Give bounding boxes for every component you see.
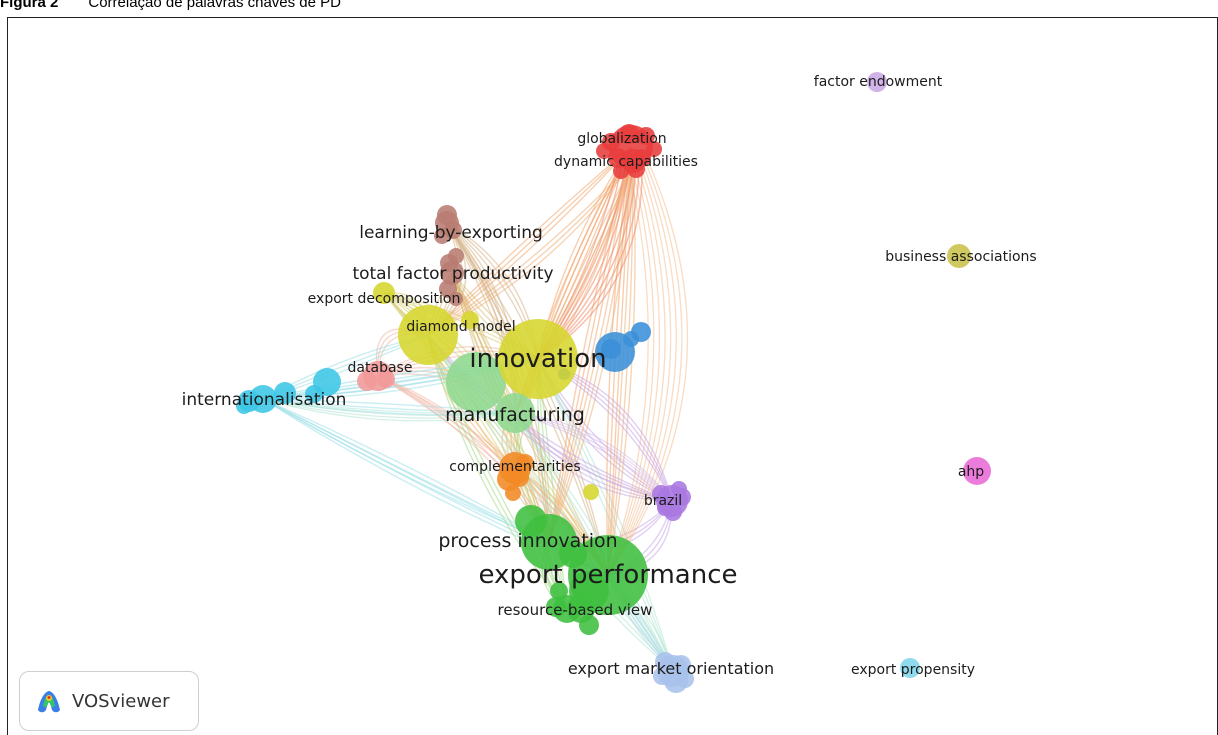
link (262, 398, 516, 417)
label-dynamic-capabilities[interactable]: dynamic capabilities (554, 154, 698, 170)
link (607, 160, 666, 576)
link (514, 412, 673, 502)
link (262, 398, 550, 543)
label-total-factor-productivity[interactable]: total factor productivity (352, 264, 553, 284)
label-globalization[interactable]: globalization (577, 131, 666, 147)
node-export-propensity[interactable] (900, 658, 920, 678)
label-brazil[interactable]: brazil (644, 493, 682, 509)
cluster-bubble[interactable] (461, 311, 479, 329)
label-learning-by-exporting[interactable]: learning-by-exporting (359, 223, 543, 243)
node-export-decomposition[interactable] (373, 282, 395, 304)
link (548, 146, 632, 543)
link (607, 160, 683, 576)
node-brazil[interactable] (656, 485, 688, 517)
node-internationalisation[interactable] (249, 385, 277, 413)
label-layer: innovation export performance process inno… (182, 74, 1037, 678)
figure-caption: Figura 2 Correlação de palavras chaves de… (0, 0, 341, 11)
vosviewer-badge[interactable]: VOSviewer (19, 671, 199, 731)
label-complementarities[interactable]: complementarities (449, 459, 580, 475)
node-export-market-orientation[interactable] (657, 655, 689, 687)
link (607, 160, 661, 576)
link (607, 160, 655, 576)
node-resource-based-view[interactable] (553, 595, 581, 623)
network-canvas[interactable]: innovation export performance process inno… (8, 18, 1218, 735)
link (607, 160, 689, 576)
label-export-market-orientation[interactable]: export market orientation (568, 659, 774, 678)
cluster-bubble[interactable] (579, 615, 599, 635)
label-process-innovation[interactable]: process innovation (438, 530, 617, 552)
link (548, 146, 632, 543)
node-learning-by-exporting[interactable] (435, 211, 459, 235)
vosviewer-logo-icon (38, 691, 60, 713)
cluster-bubble[interactable] (305, 385, 323, 403)
link (607, 160, 636, 576)
label-business-associations[interactable]: business associations (885, 249, 1036, 265)
link (262, 398, 516, 415)
link (607, 160, 677, 576)
label-manufacturing[interactable]: manufacturing (445, 404, 585, 426)
link (427, 334, 568, 610)
node-total-factor-productivity[interactable] (440, 261, 464, 285)
node-business-associations[interactable] (947, 244, 971, 268)
figure-number: Figura 2 (0, 0, 59, 11)
brand-name: VOSviewer (72, 690, 170, 712)
node-complementarities[interactable] (499, 452, 531, 484)
cluster-bubble[interactable] (601, 339, 621, 359)
label-resource-based-view[interactable]: resource-based view (498, 601, 653, 619)
label-innovation[interactable]: innovation (469, 344, 606, 374)
cluster-bubble[interactable] (236, 398, 252, 414)
link (514, 412, 673, 502)
cluster-bubble[interactable] (623, 331, 639, 347)
label-export-propensity[interactable]: export propensity (851, 662, 975, 678)
label-export-performance[interactable]: export performance (479, 560, 738, 590)
cluster-bubble[interactable] (446, 352, 506, 412)
node-factor-endowment[interactable] (867, 72, 887, 92)
link (427, 146, 632, 336)
node-ahp[interactable] (963, 457, 991, 485)
network-map[interactable]: innovation export performance process inno… (7, 17, 1218, 735)
link (548, 146, 632, 543)
label-database[interactable]: database (348, 360, 413, 376)
link (427, 146, 632, 336)
node-layer (236, 72, 991, 693)
cluster-bubble[interactable] (449, 292, 463, 306)
link (607, 160, 672, 576)
link (427, 160, 634, 336)
node-process-innovation[interactable] (521, 514, 577, 570)
label-factor-endowment[interactable]: factor endowment (814, 74, 943, 90)
link (262, 398, 516, 419)
cluster-bubble[interactable] (583, 484, 599, 500)
link (427, 160, 634, 336)
node-innovation[interactable] (498, 319, 578, 399)
node-export-performance[interactable] (568, 535, 648, 615)
label-export-decomposition[interactable]: export decomposition (308, 291, 461, 307)
link (514, 412, 673, 502)
label-diamond-model[interactable]: diamond model (406, 319, 515, 335)
node-dynamic-capabilities[interactable] (621, 149, 645, 173)
link (427, 334, 568, 610)
node-database[interactable] (363, 361, 393, 391)
figure-title: Correlação de palavras chaves de PD (88, 0, 341, 11)
cluster-bubble[interactable] (505, 485, 521, 501)
label-ahp[interactable]: ahp (958, 464, 984, 480)
link (262, 398, 516, 422)
label-internationalisation[interactable]: internationalisation (182, 390, 347, 410)
link (514, 412, 673, 502)
link (262, 398, 550, 543)
cluster-bubble[interactable] (596, 143, 612, 159)
link (607, 160, 634, 576)
cluster-bubble[interactable] (274, 382, 296, 404)
node-manufacturing[interactable] (495, 393, 535, 433)
node-diamond-model[interactable] (398, 305, 458, 365)
